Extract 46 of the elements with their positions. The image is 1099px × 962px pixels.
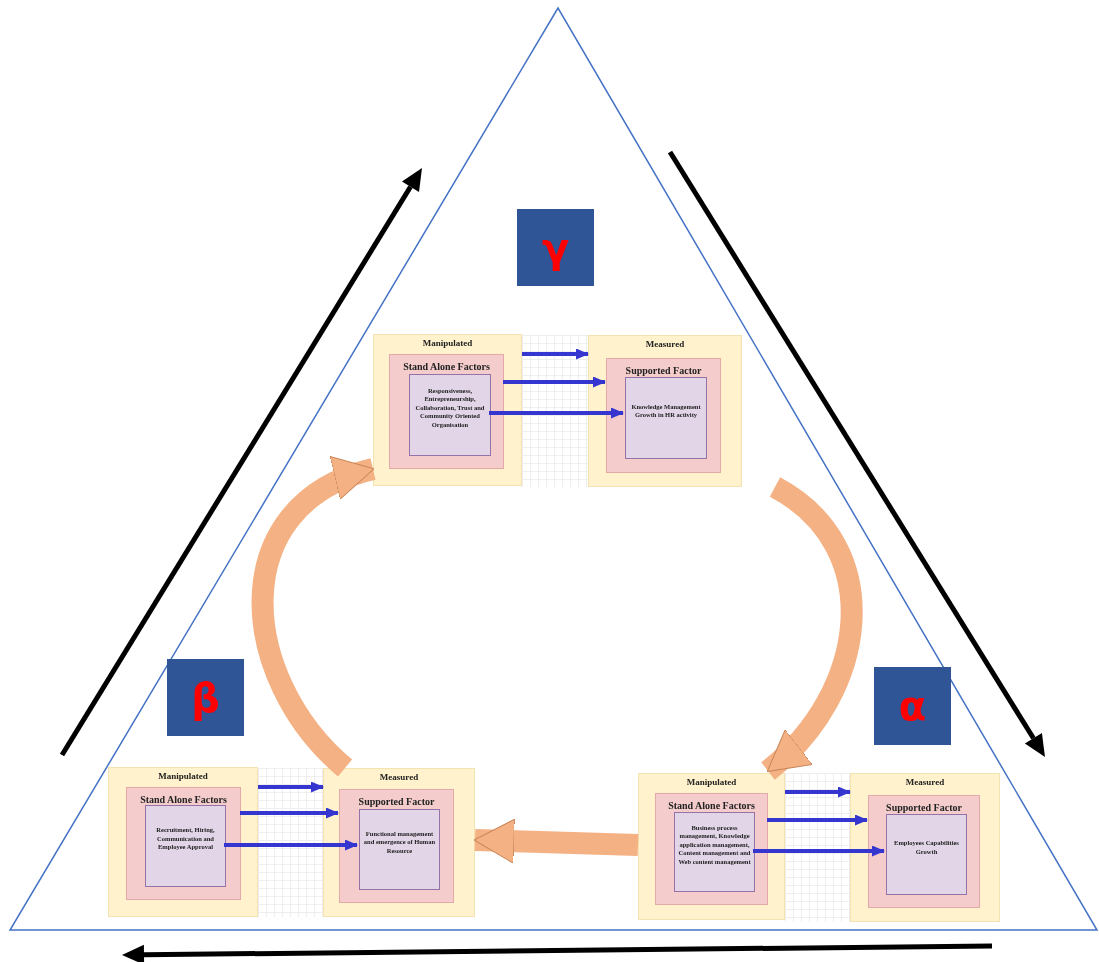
factor-box bbox=[409, 374, 491, 456]
box-heading: Stand Alone Factors bbox=[140, 794, 227, 805]
box-heading: Supported Factor bbox=[358, 796, 435, 807]
factor-panel bbox=[850, 773, 1000, 922]
factor-box bbox=[674, 812, 755, 892]
factor-box bbox=[868, 795, 980, 908]
block-arrow bbox=[473, 818, 639, 864]
arrow bbox=[522, 348, 589, 360]
factor-panel bbox=[108, 767, 258, 917]
arrow bbox=[753, 845, 885, 857]
arrow bbox=[785, 786, 851, 798]
box-heading: Supported Factor bbox=[886, 802, 962, 813]
arrow bbox=[258, 781, 324, 793]
factor-box bbox=[339, 789, 454, 903]
factor-box bbox=[606, 358, 721, 473]
box-heading: Stand Alone Factors bbox=[668, 800, 755, 811]
factor-box bbox=[389, 354, 504, 469]
box-heading: Manipulated bbox=[686, 778, 737, 788]
factor-box bbox=[145, 805, 226, 887]
box-heading: Manipulated bbox=[422, 339, 473, 349]
arrow bbox=[240, 807, 339, 819]
block-arrow bbox=[760, 477, 863, 780]
factor-panel bbox=[588, 335, 742, 487]
arrow bbox=[224, 839, 358, 851]
factor-panel bbox=[373, 334, 522, 486]
box-heading: Measured bbox=[379, 773, 419, 783]
arrow bbox=[767, 814, 868, 826]
factor-box bbox=[359, 809, 440, 890]
letter-box bbox=[874, 667, 951, 745]
arrow bbox=[503, 376, 606, 388]
letter-box bbox=[517, 209, 594, 286]
block-arrow bbox=[251, 458, 377, 776]
box-heading: Measured bbox=[905, 778, 945, 788]
factor-box bbox=[655, 793, 768, 905]
greek-letter: α bbox=[898, 686, 927, 726]
factor-box bbox=[126, 787, 241, 900]
box-heading: Stand Alone Factors bbox=[403, 361, 490, 372]
factor-panel bbox=[638, 773, 785, 920]
letter-box bbox=[167, 659, 244, 736]
box-heading: Supported Factor bbox=[625, 365, 702, 376]
arrow bbox=[489, 407, 624, 419]
box-heading: Manipulated bbox=[158, 772, 208, 782]
box-heading: Measured bbox=[645, 340, 685, 350]
factor-box bbox=[886, 814, 967, 895]
factor-box bbox=[625, 377, 707, 459]
factor-panel bbox=[323, 768, 475, 917]
